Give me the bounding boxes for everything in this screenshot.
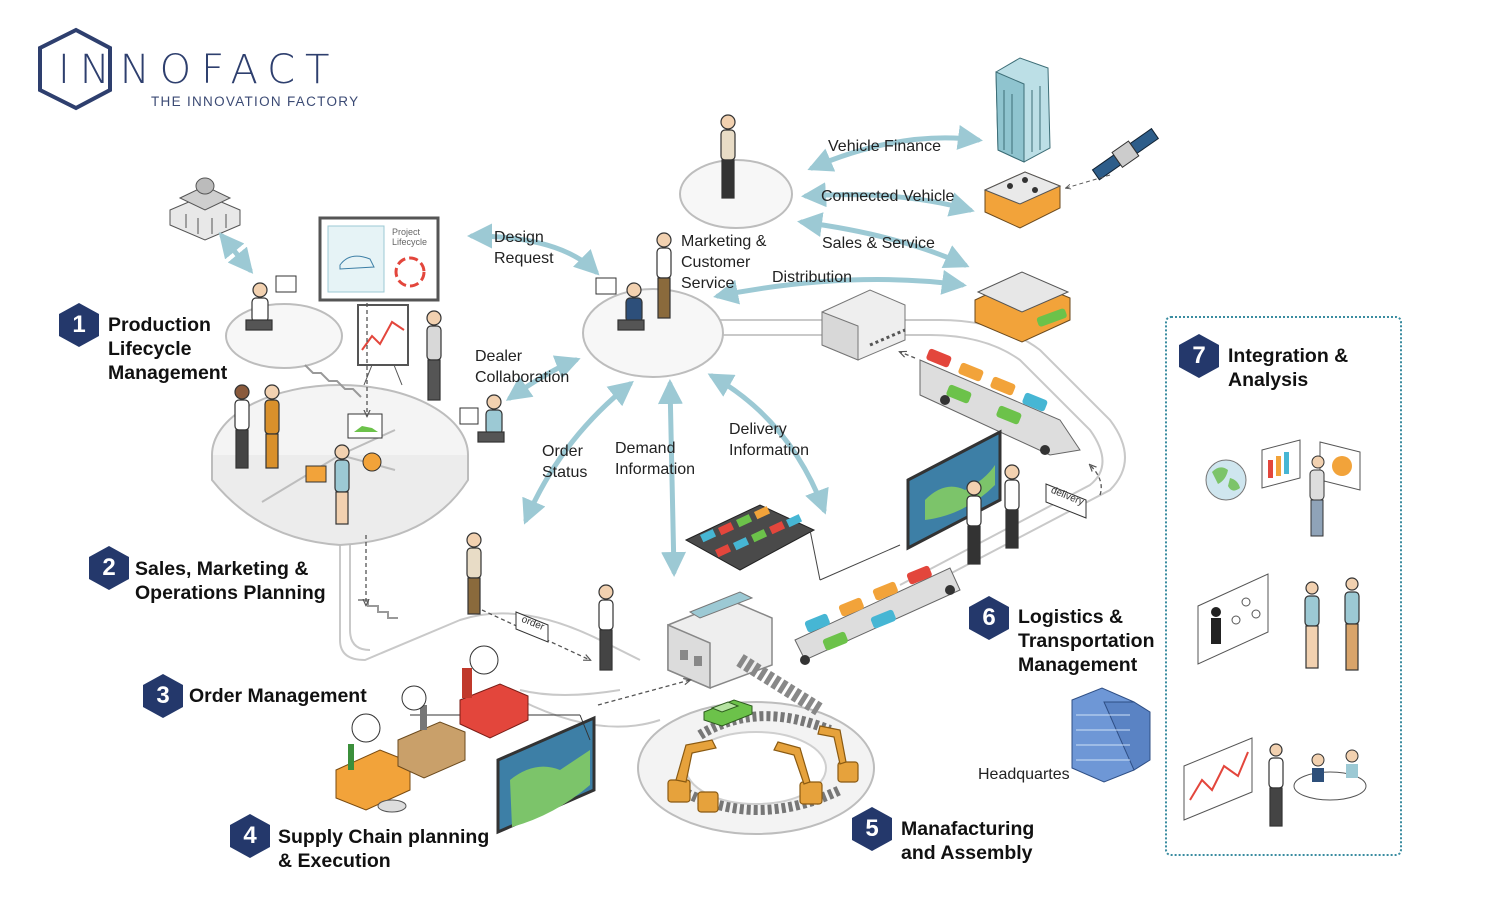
person-figure [617,282,645,331]
flow-label-delivery-information: Delivery Information [729,421,810,459]
section-label-manufacturing: Manafacturing and Assembly [901,818,1035,864]
warehouse-building [821,289,906,361]
meeting-table [1183,737,1367,821]
section-label-logistics: Logistics & Transportation Management [1018,606,1155,676]
headquarters-building [1071,687,1151,783]
flow-label-sales-service: Sales & Service [822,235,935,252]
people [234,114,1020,671]
flow-label-connected-vehicle: Connected Vehicle [821,188,955,205]
road-network [339,319,1126,728]
section-badge-4: 4 [229,813,271,859]
flow-label-marketing-customer-service: Marketing & Customer Service [681,233,767,292]
people [1268,577,1360,827]
person-figure [466,532,482,615]
logo-wordmark: INNOFACT [58,47,340,93]
person-figure [477,394,505,443]
person-figure [966,480,982,565]
section-badge-3: 3 [142,673,184,719]
section-badge-5: 5 [851,806,893,852]
data-center [983,171,1062,229]
section-label-integration: Integration & Analysis [1228,345,1349,391]
robot-arm-icon [667,725,859,813]
person-figure [598,584,614,671]
bank-tower [995,57,1051,163]
section-label-sales-marketing: Sales, Marketing & Operations Planning [135,558,326,604]
globe-icon [1205,459,1247,501]
person-figure [334,444,350,525]
map-screen [410,714,596,835]
center-platform [582,159,793,378]
flow-label-distribution: Distribution [772,269,853,286]
flow-label-dealer-collaboration: Dealer Collaboration [475,348,570,386]
dashed-flows [366,303,1102,706]
flow-label-vehicle-finance: Vehicle Finance [828,138,941,155]
person-figure [426,310,442,401]
satellite-icon [1091,127,1160,181]
computer-monitors [275,275,617,483]
person-figure [264,384,280,469]
truck-icon [794,565,961,665]
flow-label-design-request: Design Request [494,229,554,267]
car-icon [703,699,753,727]
section-badge-2: 2 [88,545,130,591]
person-figure [1304,581,1320,669]
dealership-building [974,271,1071,343]
presentation-easel [357,304,409,386]
project-lifecycle-sign: Project Lifecycle [392,227,428,247]
flow-label-order-status: Order Status [542,443,588,481]
flow-label-demand-information: Demand Information [615,440,696,478]
person-figure [1268,743,1284,827]
analytics-dashboard [1261,439,1361,537]
truck-icon [919,348,1081,456]
logo-hexagon [38,27,112,111]
section-label-order-management: Order Management [189,685,367,707]
integration-panel [1165,316,1402,856]
person-figure [656,232,672,319]
section-label-production-lifecycle: Production Lifecycle Management [108,314,228,384]
parking-lot [684,504,901,581]
section-badge-7: 7 [1178,333,1220,379]
flow-arrows [218,125,983,577]
section-badge-6: 6 [968,595,1010,641]
person-figure [1004,464,1020,549]
person-figure [245,282,273,331]
person-figure [1344,577,1360,671]
factory-building [667,591,773,690]
government-building-icon [169,177,241,241]
map-screen [906,429,1002,551]
person-figure [720,114,736,199]
label-headquartes: Headquartes [978,766,1070,783]
section-badge-1: 1 [58,302,100,348]
supply-factories [335,645,529,813]
project-lifecycle-board [318,216,440,302]
section-label-supply-chain: Supply Chain planning & Execution [278,826,490,872]
logo-tagline: THE INNOVATION FACTORY [151,94,360,109]
person-figure [234,384,250,469]
tag-signs [515,483,1087,643]
org-chart-board [1197,573,1269,665]
